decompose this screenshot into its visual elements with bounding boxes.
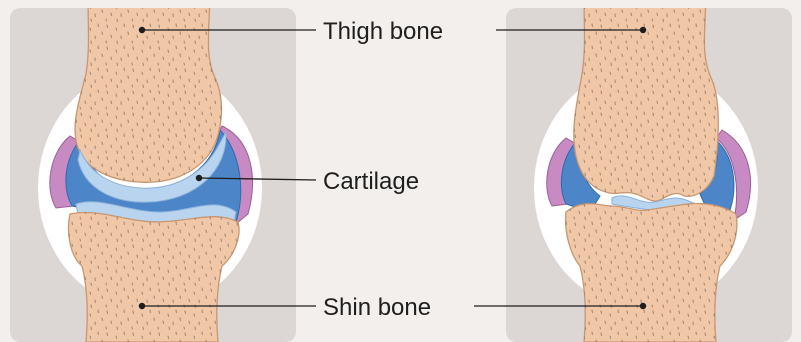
thigh-bone-label: Thigh bone [323,18,443,45]
cartilage-label: Cartilage [323,168,419,195]
healthy-knee-panel [10,0,296,342]
leader-dot [139,27,144,32]
shin-bone-label: Shin bone [323,294,431,321]
worn-knee-panel [506,0,792,342]
leader-dot [640,27,645,32]
leader-dot [640,303,645,308]
leader-dot [139,303,144,308]
leader-dot [196,175,201,180]
